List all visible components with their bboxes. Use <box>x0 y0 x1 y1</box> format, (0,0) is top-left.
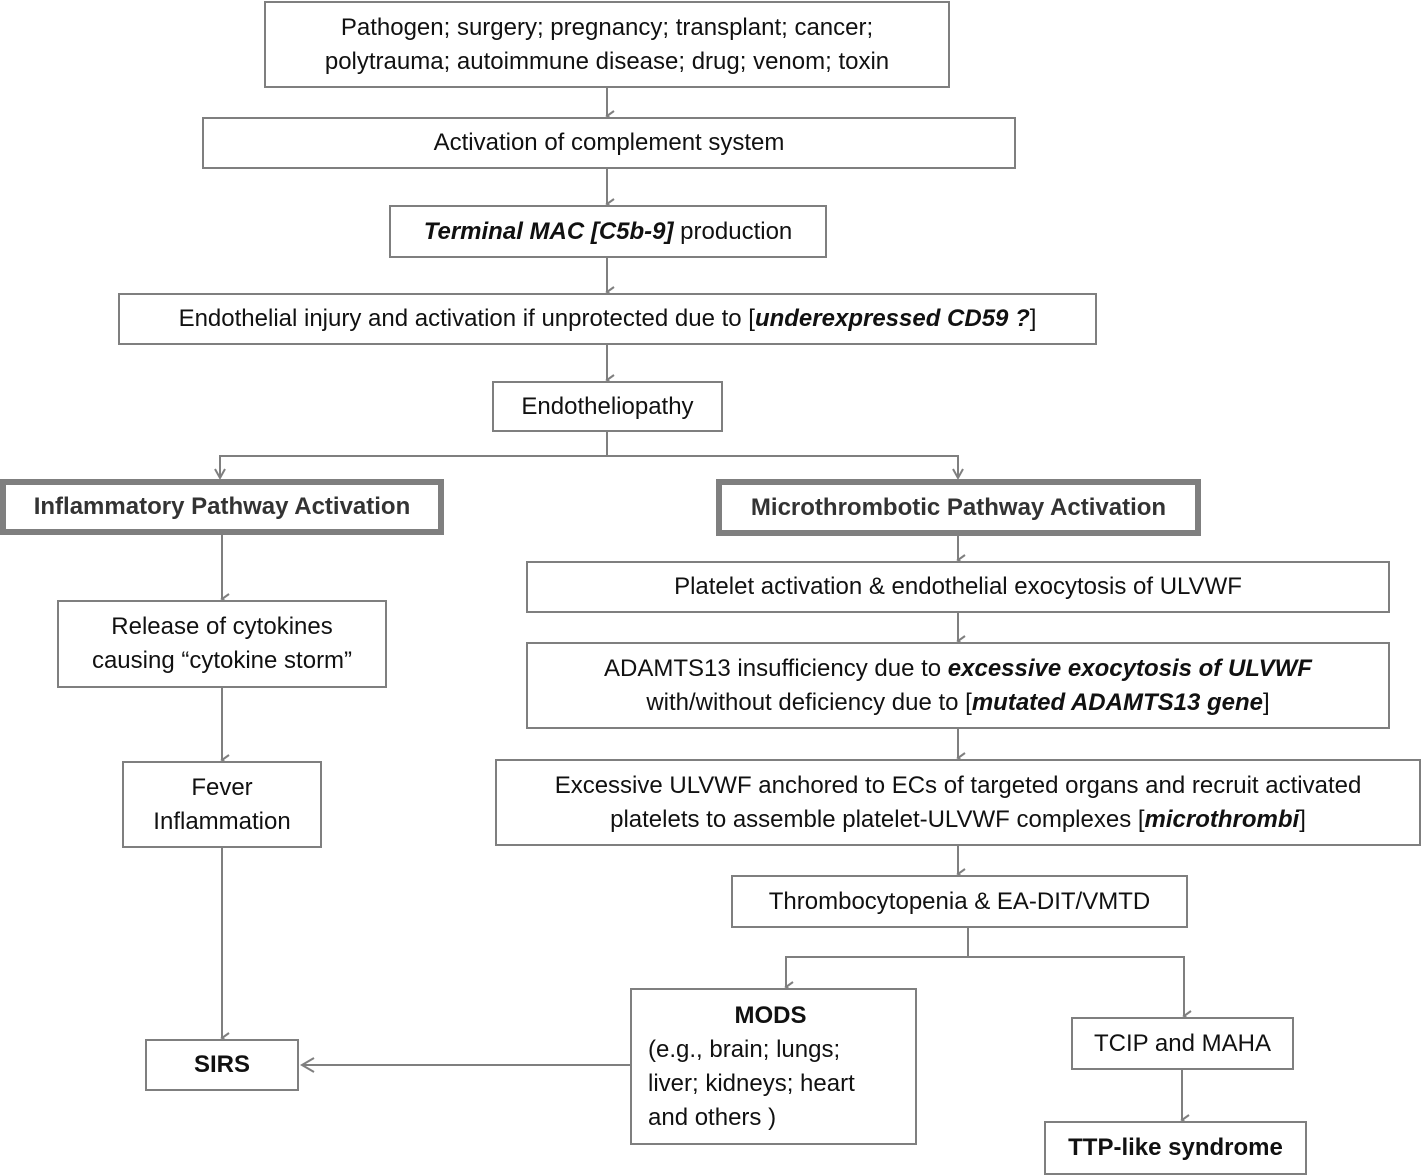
mods-line-3: and others ) <box>648 1103 777 1131</box>
ulvwf-line-2: platelets to assemble platelet-ULVWF com… <box>610 803 1306 837</box>
adamts13-box: ADAMTS13 insufficiency due to excessive … <box>526 642 1390 729</box>
ulvwf-line-2-pre: platelets to assemble platelet-ULVWF com… <box>610 805 1145 833</box>
microthrombotic-pathway-text: Microthrombotic Pathway Activation <box>750 493 1167 521</box>
mods-box: MODS (e.g., brain; lungs; liver; kidneys… <box>630 988 917 1145</box>
endotheliopathy-text: Endotheliopathy <box>521 392 694 420</box>
adamts13-line-2-bold: mutated ADAMTS13 gene <box>971 688 1263 716</box>
sirs-text: SIRS <box>193 1051 250 1078</box>
mac-production-text: Terminal MAC [C5b-9] production <box>424 215 793 249</box>
cytokines-line-2: causing “cytokine storm” <box>91 647 353 674</box>
cytokines-line-1: Release of cytokines <box>111 613 333 640</box>
adamts13-line-1-bold: excessive exocytosis of ULVWF <box>947 654 1312 682</box>
inflammatory-pathway-box: Inflammatory Pathway Activation <box>0 479 444 535</box>
ulvwf-line-2-bold: microthrombi <box>1144 805 1300 833</box>
microthrombotic-pathway-box: Microthrombotic Pathway Activation <box>716 479 1201 536</box>
mac-production-box: Terminal MAC [C5b-9] production <box>389 205 827 258</box>
triggers-line-1: Pathogen; surgery; pregnancy; transplant… <box>340 13 874 41</box>
ulvwf-line-2-post: ] <box>1299 805 1306 833</box>
endotheliopathy-box: Endotheliopathy <box>492 381 723 432</box>
fever-line-2: Inflammation <box>153 807 291 835</box>
endothelial-injury-bold: underexpressed CD59 ? <box>754 305 1030 332</box>
endothelial-injury-text: Endothelial injury and activation if unp… <box>179 302 1037 336</box>
cytokines-box: Release of cytokines causing “cytokine s… <box>57 600 387 688</box>
endothelial-injury-pre: Endothelial injury and activation if unp… <box>178 305 755 332</box>
fever-line-1: Fever <box>191 773 253 801</box>
mods-line-2: liver; kidneys; heart <box>648 1069 855 1097</box>
thrombocytopenia-box: Thrombocytopenia & EA-DIT/VMTD <box>731 875 1188 928</box>
arrowhead-microthrombotic <box>952 468 964 481</box>
mac-bold: Terminal MAC [C5b-9] <box>423 217 674 245</box>
platelet-activation-text: Platelet activation & endothelial exocyt… <box>674 573 1242 600</box>
adamts13-line-1: ADAMTS13 insufficiency due to excessive … <box>604 652 1312 686</box>
triggers-box: Pathogen; surgery; pregnancy; transplant… <box>264 1 950 88</box>
split-line-tcip <box>968 956 1192 1022</box>
endothelial-injury-box: Endothelial injury and activation if unp… <box>118 293 1097 345</box>
endothelial-injury-post: ] <box>1029 305 1037 332</box>
mac-rest: production <box>673 217 793 245</box>
tcip-maha-box: TCIP and MAHA <box>1071 1017 1294 1070</box>
arrowhead-inflammatory <box>214 468 226 481</box>
ulvwf-anchoring-box: Excessive ULVWF anchored to ECs of targe… <box>495 759 1421 846</box>
mods-line-1: (e.g., brain; lungs; <box>648 1035 841 1063</box>
platelet-activation-box: Platelet activation & endothelial exocyt… <box>526 561 1390 613</box>
adamts13-line-1-pre: ADAMTS13 insufficiency due to <box>604 654 948 682</box>
triggers-line-2: polytrauma; autoimmune disease; drug; ve… <box>324 47 890 75</box>
tcip-maha-text: TCIP and MAHA <box>1094 1029 1271 1057</box>
complement-activation-box: Activation of complement system <box>202 117 1016 169</box>
adamts13-line-2: with/without deficiency due to [mutated … <box>646 686 1269 720</box>
ttp-like-syndrome-text: TTP-like syndrome <box>1068 1134 1283 1161</box>
inflammatory-pathway-text: Inflammatory Pathway Activation <box>33 493 411 520</box>
thrombocytopenia-text: Thrombocytopenia & EA-DIT/VMTD <box>768 887 1151 915</box>
fever-inflammation-box: Fever Inflammation <box>122 761 322 848</box>
split-line-thrombocytopenia <box>784 928 969 993</box>
ulvwf-line-1: Excessive ULVWF anchored to ECs of targe… <box>554 771 1362 799</box>
complement-activation-text: Activation of complement system <box>433 129 785 156</box>
split-line-endotheliopathy <box>219 432 608 478</box>
sirs-box: SIRS <box>145 1039 299 1091</box>
mods-title: MODS <box>734 1001 807 1029</box>
split-line-right <box>607 455 959 478</box>
adamts13-line-2-pre: with/without deficiency due to [ <box>646 688 972 716</box>
ttp-like-syndrome-box: TTP-like syndrome <box>1044 1121 1307 1175</box>
adamts13-line-2-post: ] <box>1263 688 1270 716</box>
